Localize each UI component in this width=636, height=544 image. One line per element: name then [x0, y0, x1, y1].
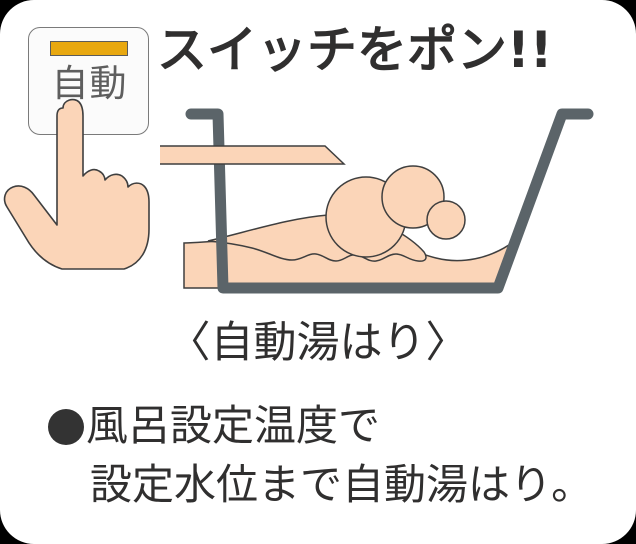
auto-switch-panel[interactable]: 自動	[28, 27, 149, 135]
switch-label: 自動	[51, 62, 128, 105]
description-block: 風呂設定温度で 設定水位まで自動湯はり。	[48, 396, 608, 514]
switch-indicator-lamp	[50, 41, 128, 56]
tub-body-path	[185, 108, 594, 294]
headline-text: スイッチをポン!!	[157, 21, 553, 79]
description-line-1-text: 風呂設定温度で	[86, 401, 381, 450]
caption-text: 〈自動湯はり〉	[167, 318, 469, 368]
description-line-2-text: 設定水位まで自動湯はり。	[90, 460, 594, 509]
bathtub-filling-illustration	[0, 92, 620, 318]
description-line-1: 風呂設定温度で	[48, 396, 608, 455]
tub-outline	[185, 108, 594, 294]
pointing-hand-icon	[0, 98, 160, 270]
bubble-small	[426, 200, 466, 240]
faucet-stream-shape	[0, 145, 346, 165]
bullet-icon	[48, 409, 84, 445]
description-line-2: 設定水位まで自動湯はり。	[48, 455, 608, 514]
tub-water-group	[183, 165, 518, 289]
hand-shape	[3, 98, 150, 270]
